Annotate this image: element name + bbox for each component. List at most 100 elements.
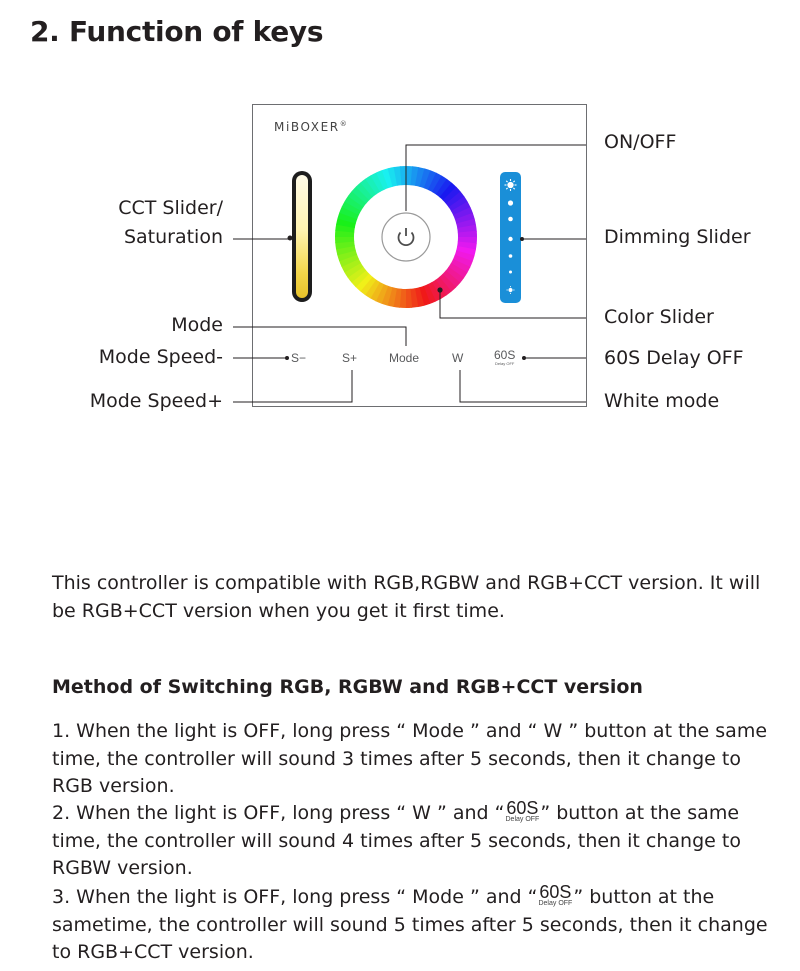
delay-off-button[interactable]: 60S Delay OFF xyxy=(494,348,516,366)
color-ring-segment xyxy=(457,224,477,234)
color-ring-segment xyxy=(451,201,471,216)
step-text: ” button at the same xyxy=(540,802,740,824)
color-ring-segment xyxy=(454,250,475,263)
color-ring-segment xyxy=(423,170,437,191)
color-ring-segment xyxy=(336,217,356,228)
color-ring-segment xyxy=(445,191,465,208)
color-ring-segment xyxy=(450,258,471,274)
power-button[interactable] xyxy=(381,212,431,262)
sun-small-icon xyxy=(506,286,515,294)
color-ring-segment xyxy=(335,240,355,250)
color-ring-segment xyxy=(456,246,476,257)
color-ring-segment xyxy=(457,230,477,238)
color-ring-segment xyxy=(438,273,457,292)
intro-paragraph: This controller is compatible with RGB,R… xyxy=(52,570,772,625)
color-ring-segment xyxy=(347,266,367,283)
color-ring-slider[interactable] xyxy=(335,166,477,308)
inline-60s-small: Delay OFF xyxy=(505,816,540,823)
step-1: 1. When the light is OFF, long press “ M… xyxy=(52,718,782,801)
color-ring-segment xyxy=(442,270,461,288)
intro-line: be RGB+CCT version when you get it first… xyxy=(52,599,505,622)
mode-button[interactable]: Mode xyxy=(389,351,420,365)
brand-logo: MiBOXER® xyxy=(274,120,349,134)
step-line: RGB version. xyxy=(52,775,175,797)
label-color: Color Slider xyxy=(604,306,714,328)
color-ring-segment xyxy=(419,168,432,189)
color-ring-segment xyxy=(375,169,389,190)
step-line: time, the controller will sound 4 times … xyxy=(52,829,741,852)
label-mode-speed-plus: Mode Speed+ xyxy=(89,390,223,412)
color-ring-segment xyxy=(410,166,420,186)
color-ring-segment xyxy=(364,279,380,299)
color-ring-segment xyxy=(351,186,370,204)
callout-lines xyxy=(233,144,586,403)
color-ring-segment xyxy=(335,223,355,233)
label-cct-line2: Saturation xyxy=(123,226,223,248)
color-ring-segment xyxy=(393,166,403,186)
step-3: 3. When the light is OFF, long press “ M… xyxy=(52,882,782,967)
speed-minus-button[interactable]: S− xyxy=(291,351,307,365)
inline-60s-big: 60S xyxy=(506,798,539,818)
intro-line: This controller is compatible with RGB,R… xyxy=(52,572,761,594)
color-ring-segment xyxy=(347,190,367,208)
color-ring-segment xyxy=(392,288,402,308)
color-ring-segment xyxy=(341,258,361,273)
label-white: White mode xyxy=(604,390,720,412)
step-text: ” button at the xyxy=(573,886,715,908)
color-ring-segment xyxy=(448,196,468,212)
color-ring-segment xyxy=(399,166,407,186)
cct-slider[interactable] xyxy=(287,171,313,302)
page-title: 2. Function of keys xyxy=(30,15,324,48)
step-line: time, the controller will sound 3 times … xyxy=(52,747,741,770)
step-line: 1. When the light is OFF, long press “ M… xyxy=(52,720,768,742)
speed-plus-button[interactable]: S+ xyxy=(342,351,358,365)
color-ring-segment xyxy=(375,283,389,304)
delay-off-big: 60S xyxy=(494,348,516,362)
color-ring-segment xyxy=(370,172,385,192)
white-button[interactable]: W xyxy=(452,351,464,365)
color-ring-segment xyxy=(337,211,358,224)
label-dimming: Dimming Slider xyxy=(604,226,751,248)
method-heading: Method of Switching RGB, RGBW and RGB+CC… xyxy=(52,676,643,698)
color-ring-segment xyxy=(344,262,364,278)
color-ring-segment xyxy=(445,266,465,284)
color-ring-segment xyxy=(452,254,473,268)
label-mode-speed-minus: Mode Speed- xyxy=(98,346,223,368)
color-ring-segment xyxy=(386,287,397,307)
color-ring-segment xyxy=(355,273,373,292)
color-ring-segment xyxy=(341,200,362,216)
step-line: to RGB+CCT version. xyxy=(52,941,254,963)
label-cct-line1: CCT Slider/ xyxy=(118,197,223,219)
step-text: 3. When the light is OFF, long press “ M… xyxy=(52,886,538,908)
color-ring-segment xyxy=(369,281,385,302)
delay-off-small: Delay OFF xyxy=(495,361,515,366)
color-ring-segment xyxy=(457,241,477,251)
sun-icon xyxy=(504,179,517,191)
color-ring-segment xyxy=(435,178,453,198)
step-line: 2. When the light is OFF, long press “ W… xyxy=(52,798,782,828)
power-icon xyxy=(397,231,415,246)
color-ring-segment xyxy=(359,276,377,296)
step-2: 2. When the light is OFF, long press “ W… xyxy=(52,798,782,883)
color-ring-segment xyxy=(432,175,448,195)
color-ring-segment xyxy=(418,285,431,306)
dimming-slider[interactable] xyxy=(500,172,521,303)
color-ring-segment xyxy=(448,263,468,279)
step-line: 3. When the light is OFF, long press “ M… xyxy=(52,882,782,912)
color-ring-segment xyxy=(435,276,452,296)
inline-60s-big: 60S xyxy=(539,882,572,902)
color-ring-segment xyxy=(335,236,355,244)
step-line: RGBW version. xyxy=(52,857,193,879)
color-ring-segment xyxy=(380,285,393,306)
label-mode: Mode xyxy=(171,314,223,336)
color-ring-segment xyxy=(381,168,394,189)
color-ring-segment xyxy=(423,284,437,305)
color-ring-segment xyxy=(405,288,413,308)
color-ring-segment xyxy=(415,167,426,187)
color-ring-segment xyxy=(338,254,359,268)
color-ring-segment xyxy=(439,182,457,201)
color-ring-segment xyxy=(442,186,461,205)
